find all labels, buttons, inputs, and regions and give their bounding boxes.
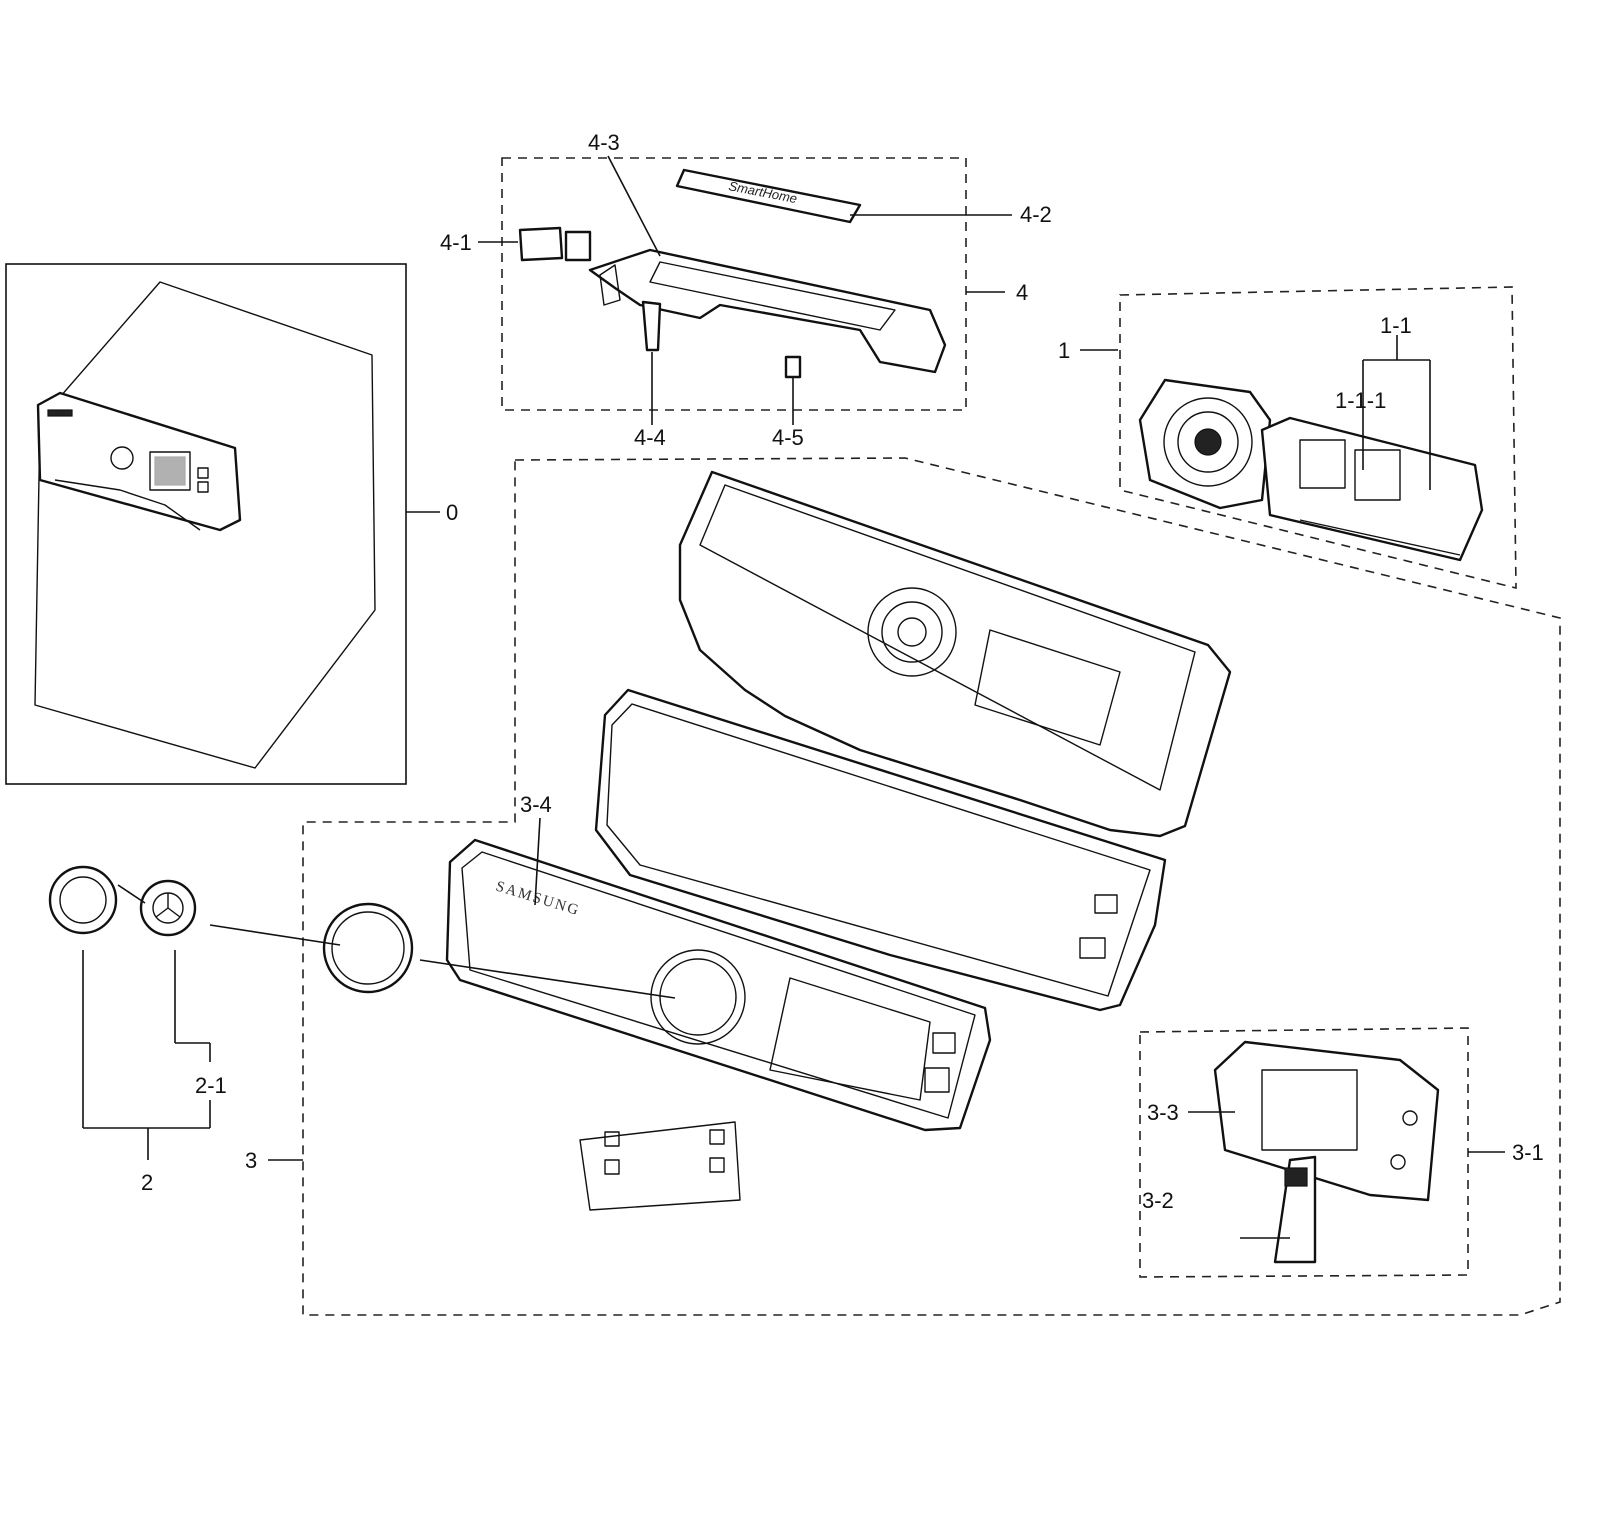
membrane-key-2	[604, 1159, 620, 1175]
wifi-bracket-clip	[599, 264, 621, 306]
panel-dial-hole-outer	[867, 587, 957, 677]
knob-group: 2-1 2	[48, 865, 227, 1195]
label-3-1: 3-1	[1512, 1140, 1544, 1165]
wifi-bracket	[588, 248, 947, 374]
decor-dial-opening	[650, 949, 746, 1045]
label-4-2: 4-2	[1020, 202, 1052, 227]
label-3: 3	[245, 1148, 257, 1173]
washer-button-b	[197, 481, 209, 493]
display-button-a	[1402, 1110, 1418, 1126]
washer-button-a	[197, 467, 209, 479]
washer-display-screen	[154, 456, 186, 486]
pcb-chip-grid-2	[1354, 449, 1401, 501]
label-0: 0	[446, 500, 458, 525]
window-gasket	[594, 688, 1167, 1012]
membrane-key-4	[709, 1157, 725, 1173]
overview-frame	[5, 263, 407, 785]
label-3-3: 3-3	[1147, 1100, 1179, 1125]
main-pcb	[1260, 416, 1484, 562]
knob-cap-inner	[59, 876, 107, 924]
decor-button-2	[924, 1067, 950, 1093]
pcb-edge	[1299, 519, 1461, 556]
control-panel-group: SAMSUNG 3-3 3-2 3-1 3-4 3	[209, 457, 1561, 1316]
dial-ring	[322, 902, 414, 994]
connector-part-4-1	[518, 226, 564, 262]
dial-encoder-ring	[1163, 397, 1253, 487]
membrane-strip	[579, 1121, 741, 1211]
panel-dial-hole	[881, 601, 943, 663]
label-2: 2	[141, 1170, 153, 1195]
decor-dial-opening-inner	[659, 958, 737, 1036]
wifi-bracket-slot	[649, 261, 896, 331]
pcb-assembly-group: 1 1-1 1-1-1	[1058, 286, 1517, 590]
gasket-button-slot-2	[1079, 937, 1106, 959]
label-1: 1	[1058, 338, 1070, 363]
dial-encoder-inner	[1177, 411, 1239, 473]
washer-display	[149, 451, 191, 491]
washer-body-outline	[34, 281, 376, 769]
decor-panel	[445, 838, 992, 1132]
washer-dial	[110, 446, 134, 470]
label-3-2: 3-2	[1142, 1188, 1174, 1213]
label-4: 4	[1016, 280, 1028, 305]
decor-button-1	[932, 1032, 956, 1054]
label-4-1: 4-1	[440, 230, 472, 255]
window-gasket-inner	[606, 703, 1151, 997]
gasket-button-slot-1	[1094, 894, 1118, 914]
washer-panel-lower-edge	[54, 479, 201, 531]
leader-3-4	[534, 817, 541, 906]
label-4-3: 4-3	[588, 130, 620, 155]
dial-axis-line-1	[209, 924, 341, 946]
dial-encoder-hub	[1194, 428, 1222, 456]
panel-display-window	[974, 629, 1121, 746]
panel-dial-hole-core	[897, 617, 927, 647]
control-panel-inner	[699, 484, 1196, 791]
label-1-1-1: 1-1-1	[1335, 388, 1386, 413]
decor-display-window	[769, 977, 931, 1101]
display-connector-tab	[1284, 1167, 1308, 1187]
group-3-box	[302, 457, 1561, 1316]
group-4-box	[501, 157, 967, 411]
membrane-key-3	[709, 1129, 725, 1145]
decor-panel-inner	[461, 851, 976, 1119]
washer-control-panel	[36, 391, 242, 532]
display-screen	[1261, 1069, 1358, 1151]
label-3-4: 3-4	[520, 792, 552, 817]
wifi-module-group: SmartHome 4-1 4-2 4-3 4-4 4-5 4	[440, 130, 1052, 450]
group-1-box	[1119, 286, 1517, 590]
group-3-1-box	[1139, 1027, 1469, 1278]
leader-4-3	[607, 155, 661, 257]
label-4-5: 4-5	[772, 425, 804, 450]
knob-axis-line	[117, 884, 146, 904]
washer-brand-strip	[47, 409, 73, 417]
smarthome-cover	[675, 168, 862, 224]
label-4-4: 4-4	[634, 425, 666, 450]
pin-part-4-4	[641, 300, 662, 352]
label-2-1: 2-1	[195, 1073, 227, 1098]
washer-overview-group: 0	[5, 263, 458, 785]
display-module	[1213, 1040, 1440, 1202]
pcb-chip-grid	[1299, 439, 1346, 489]
dial-ring-inner	[331, 911, 405, 985]
block-part-4-5	[784, 355, 802, 379]
membrane-key-1	[604, 1131, 620, 1147]
connector-part-4-1-b	[564, 230, 592, 262]
knob-spokes	[155, 893, 181, 918]
label-1-1: 1-1	[1380, 313, 1412, 338]
display-button-b	[1390, 1154, 1406, 1170]
dial-axis-line-2	[419, 959, 676, 999]
control-panel-frame	[678, 470, 1232, 838]
